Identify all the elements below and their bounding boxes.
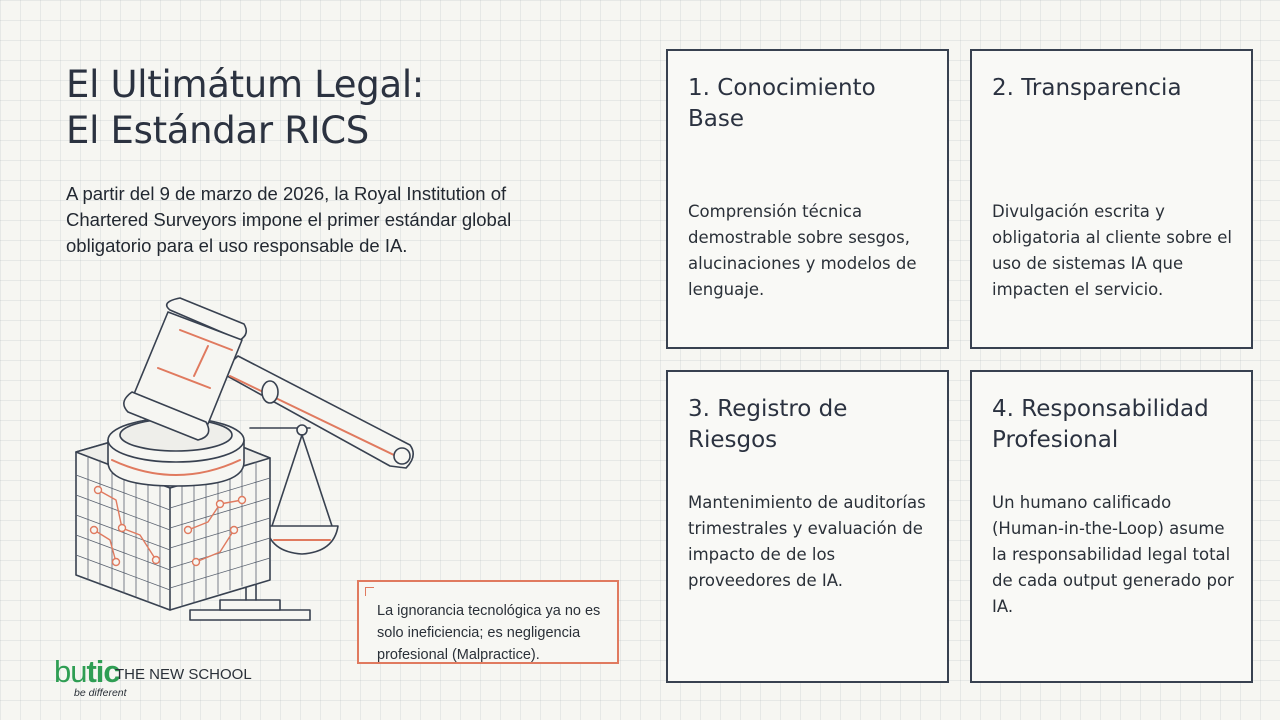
logo-slogan: be different	[74, 687, 127, 699]
card-transparencia: 2. Transparencia Divulgación escrita y o…	[970, 49, 1253, 349]
title-line-1: El Ultimátum Legal:	[66, 63, 424, 106]
gavel-scales-circuit-cube-illustration	[75, 297, 414, 621]
butic-logo: butic THE NEW SCHOOL be different	[54, 654, 284, 702]
sound-block-icon	[107, 417, 245, 487]
callout-corner-mark	[365, 587, 374, 596]
gavel-icon	[123, 297, 414, 469]
card-title: 3. Registro de Riesgos	[688, 396, 848, 453]
slide-title: El Ultimátum Legal: El Estándar RICS	[66, 62, 424, 154]
logo-wordmark: butic	[54, 654, 121, 690]
card-title: 4. Responsabilidad Profesional	[992, 396, 1209, 453]
title-line-2: El Estándar RICS	[66, 109, 369, 152]
card-conocimiento-base: 1. Conocimiento Base Comprensión técnica…	[666, 49, 949, 349]
scales-icon	[249, 424, 339, 555]
logo-school-name: THE NEW SCHOOL	[115, 666, 252, 683]
card-body: Mantenimiento de auditorías trimestrales…	[688, 493, 926, 590]
logo-tic: tic	[86, 654, 120, 689]
card-body: Divulgación escrita y obligatoria al cli…	[992, 202, 1232, 299]
logo-bu: bu	[54, 654, 87, 689]
callout-text: La ignorancia tecnológica ya no es solo …	[377, 603, 601, 663]
card-body: Un humano calificado (Human-in-the-Loop)…	[992, 493, 1234, 616]
card-title: 1. Conocimiento Base	[688, 75, 876, 132]
malpractice-callout: La ignorancia tecnológica ya no es solo …	[357, 580, 619, 664]
intro-paragraph: A partir del 9 de marzo de 2026, la Roya…	[66, 183, 512, 256]
card-registro-riesgos: 3. Registro de Riesgos Mantenimiento de …	[666, 370, 949, 683]
card-title: 2. Transparencia	[992, 75, 1182, 101]
card-body: Comprensión técnica demostrable sobre se…	[688, 202, 917, 299]
card-responsabilidad-profesional: 4. Responsabilidad Profesional Un humano…	[970, 370, 1253, 683]
